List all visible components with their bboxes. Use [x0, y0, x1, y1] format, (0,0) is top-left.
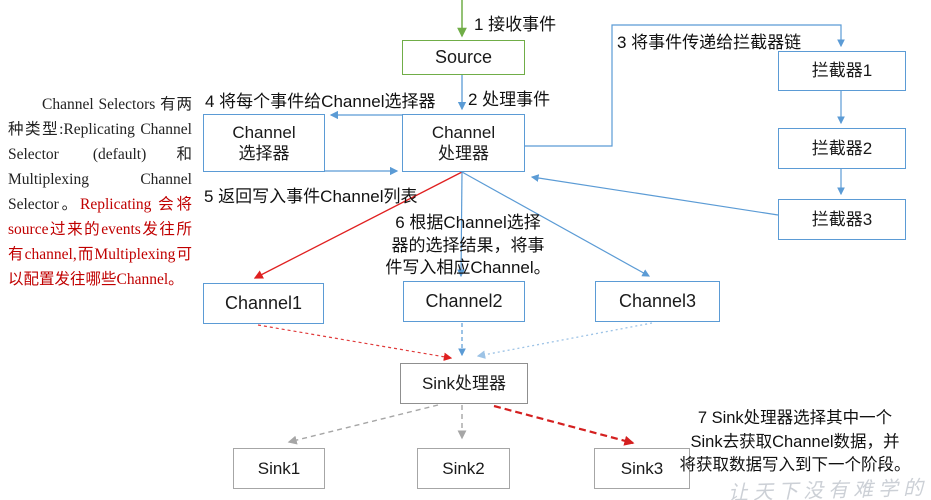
- edge-sinkprocessor-to-sink3: [493, 404, 635, 446]
- edge-sinkprocessor-to-sink1: [287, 404, 439, 445]
- node-sink1: Sink1: [233, 448, 325, 489]
- edge-channel3-to-sinkprocessor: [476, 322, 653, 359]
- step-label-2-process-event: 2 处理事件: [468, 90, 551, 109]
- step-label-3-pass-to-interceptor-chain: 3 将事件传递给拦截器链: [617, 33, 802, 52]
- step-label-1-receive-event: 1 接收事件: [474, 15, 557, 34]
- note-text-black: Channel Selectors 有两种类型:Replicating Chan…: [8, 96, 192, 213]
- node-sink3: Sink3: [594, 448, 690, 489]
- node-channel-selector: Channel 选择器: [203, 114, 325, 172]
- node-interceptor2: 拦截器2: [778, 128, 906, 169]
- node-interceptor3: 拦截器3: [778, 199, 906, 240]
- step-label-7-sink-processor-selects: 7 Sink处理器选择其中一个 Sink去获取Channel数据，并 将获取数据…: [679, 409, 911, 474]
- note-text-red: Replicating 会将source过来的events发往所有channel…: [8, 196, 192, 288]
- node-channel3: Channel3: [595, 281, 720, 322]
- node-channel-processor: Channel 处理器: [402, 114, 525, 172]
- step-label-6-write-to-channel: 6 根据Channel选择 器的选择结果，将事 件写入相应Channel。: [385, 213, 551, 277]
- edge-channel1-to-sinkprocessor: [257, 324, 453, 361]
- node-interceptor1: 拦截器1: [778, 51, 906, 91]
- node-sink2: Sink2: [417, 448, 510, 489]
- step-label-5-return-channel-list: 5 返回写入事件Channel列表: [204, 187, 418, 206]
- step-label-4-give-event-to-selector: 4 将每个事件给Channel选择器: [205, 92, 436, 111]
- edge-interceptor3-to-processor: [530, 174, 779, 216]
- channel-selector-note: Channel Selectors 有两种类型:Replicating Chan…: [8, 92, 192, 292]
- node-channel2: Channel2: [403, 281, 525, 322]
- watermark-text: 让天下没有难学的: [727, 475, 929, 500]
- node-source: Source: [402, 40, 525, 75]
- node-sink-processor: Sink处理器: [400, 363, 528, 404]
- node-channel1: Channel1: [203, 283, 324, 324]
